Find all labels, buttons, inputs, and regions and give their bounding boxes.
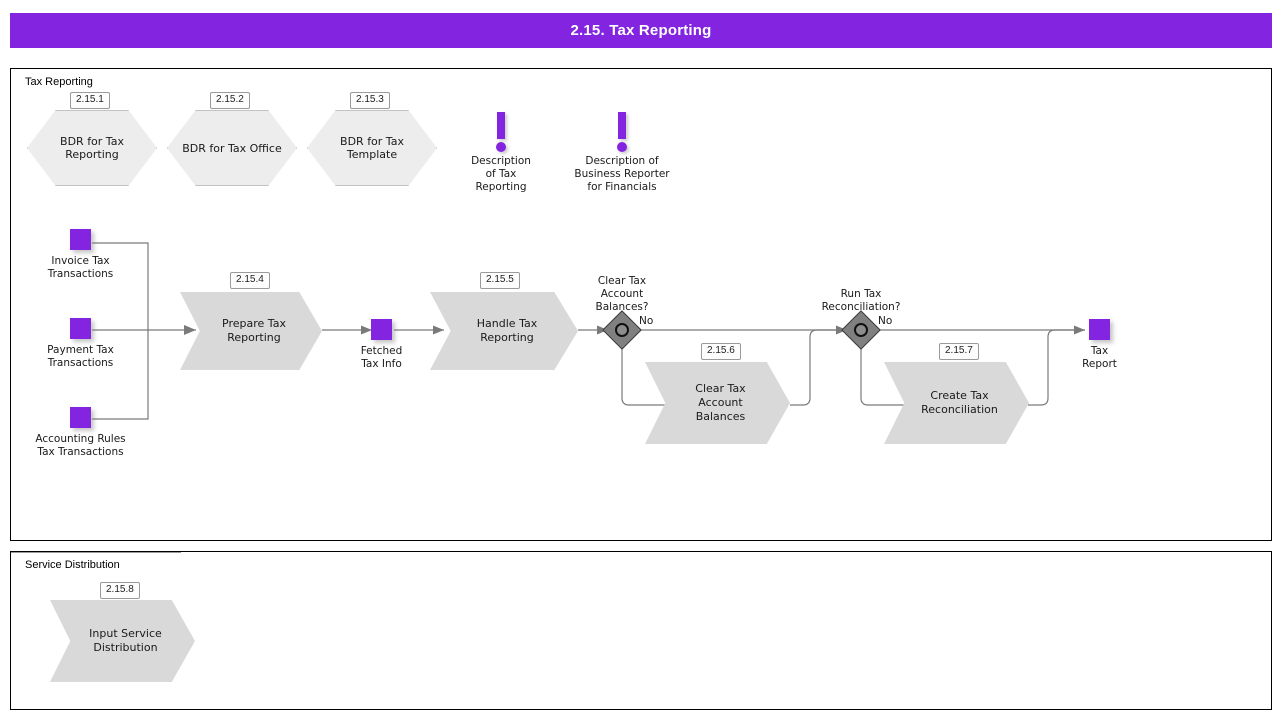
- tag-2-15-8: 2.15.8: [100, 582, 140, 599]
- data-object-icon: [1089, 319, 1110, 340]
- chevron-shape: [645, 362, 790, 444]
- data-object-icon: [371, 319, 392, 340]
- page-title-bar: 2.15. Tax Reporting: [10, 13, 1272, 48]
- chevron-shape: [430, 292, 578, 370]
- gateway-circle-icon: [615, 323, 629, 337]
- gateway-circle-icon: [854, 323, 868, 337]
- page-title: 2.15. Tax Reporting: [570, 22, 712, 39]
- data-object-icon: [70, 318, 91, 339]
- hexagon-shape: [307, 110, 437, 186]
- exclamation-dot-icon: [496, 142, 506, 152]
- node-bdr-for-tax-office[interactable]: BDR for Tax Office: [167, 110, 301, 190]
- data-object-icon: [70, 407, 91, 428]
- branch-label-no-2: No: [878, 315, 893, 327]
- node-label: BDR for Tax Office: [182, 141, 282, 155]
- hexagon-shape: [167, 110, 297, 186]
- tag-2-15-2: 2.15.2: [210, 92, 250, 109]
- tag-2-15-1: 2.15.1: [70, 92, 110, 109]
- exclamation-icon: [497, 112, 505, 139]
- chevron-shape: [50, 600, 195, 682]
- lane-title-tax-reporting: Tax Reporting: [25, 76, 93, 88]
- tag-2-15-4: 2.15.4: [230, 272, 270, 289]
- chevron-shape: [180, 292, 322, 370]
- branch-label-no-1: No: [639, 315, 654, 327]
- lane-title-service-distribution: Service Distribution: [25, 559, 120, 571]
- tag-2-15-6: 2.15.6: [701, 343, 741, 360]
- lane-service-distribution: Service Distribution: [10, 551, 1272, 710]
- hexagon-shape: [27, 110, 157, 186]
- tag-2-15-5: 2.15.5: [480, 272, 520, 289]
- tag-2-15-7: 2.15.7: [939, 343, 979, 360]
- tag-2-15-3: 2.15.3: [350, 92, 390, 109]
- lane-divider: [11, 552, 181, 553]
- exclamation-icon: [618, 112, 626, 139]
- chevron-shape: [884, 362, 1029, 444]
- exclamation-dot-icon: [617, 142, 627, 152]
- data-object-icon: [70, 229, 91, 250]
